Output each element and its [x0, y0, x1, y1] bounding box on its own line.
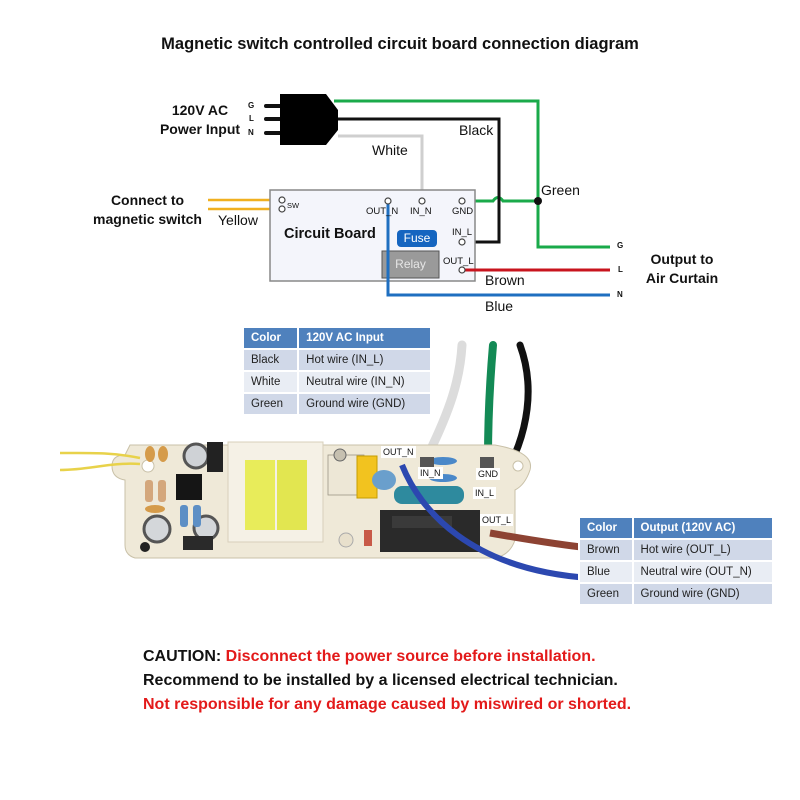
output-table-header: Color Output (120V AC): [580, 518, 772, 538]
green-junction: [534, 197, 542, 205]
wire-label-black: Black: [459, 122, 494, 138]
table-row: Black Hot wire (IN_L): [244, 350, 430, 370]
pin-in-l: IN_L: [452, 227, 473, 238]
diagram-title: Magnetic switch controlled circuit board…: [161, 35, 639, 53]
color-cell: Blue: [580, 562, 632, 582]
power-plug: [280, 94, 338, 145]
wire-label-yellow: Yellow: [218, 212, 258, 228]
caution-line-1: CAUTION: Disconnect the power source bef…: [143, 645, 763, 669]
output-pin-n: N: [617, 290, 623, 299]
power-input-line2: Power Input: [159, 121, 241, 137]
circuit-board-box: [269, 189, 476, 282]
description-cell: Hot wire (IN_L): [299, 350, 430, 370]
header-cell: 120V AC Input: [299, 328, 430, 348]
header-cell: Color: [580, 518, 632, 538]
caution-disconnect-text: Disconnect the power source before insta…: [225, 648, 596, 665]
output-label-line2: Air Curtain: [645, 270, 719, 286]
output-wire-table: Color Output (120V AC) Brown Hot wire (O…: [578, 516, 774, 606]
pin-out-n: OUT_N: [366, 206, 399, 217]
wire-label-green: Green: [541, 182, 580, 198]
table-row: Blue Neutral wire (OUT_N): [580, 562, 772, 582]
pin-out-l: OUT_L: [443, 256, 474, 267]
description-cell: Hot wire (OUT_L): [633, 540, 772, 560]
input-table-header: Color 120V AC Input: [244, 328, 430, 348]
wire-label-white: White: [372, 142, 408, 158]
wire-white: [338, 134, 424, 200]
header-cell: Color: [244, 328, 298, 348]
color-cell: Black: [244, 350, 298, 370]
caution-line-2: Recommend to be installed by a licensed …: [143, 672, 618, 689]
plug-pin-n: N: [248, 128, 254, 137]
color-cell: Green: [244, 394, 298, 414]
magnetic-switch-line1: Connect to: [110, 192, 185, 208]
power-input-label: 120V AC Power Input: [145, 101, 255, 139]
relay-box: [381, 250, 440, 279]
color-cell: Brown: [580, 540, 632, 560]
wire-label-brown: Brown: [485, 272, 525, 288]
table-row: Brown Hot wire (OUT_L): [580, 540, 772, 560]
table-row: White Neutral wire (IN_N): [244, 372, 430, 392]
description-cell: Neutral wire (IN_N): [299, 372, 430, 392]
pin-gnd: GND: [452, 206, 474, 217]
pin-circles: [278, 196, 466, 274]
fuse-label: Fuse: [403, 231, 431, 245]
output-label: Output to Air Curtain: [632, 250, 732, 288]
plug-pin-g: G: [248, 101, 255, 110]
output-pin-l: L: [618, 265, 623, 274]
circuit-board-label: Circuit Board: [284, 226, 376, 242]
input-wire-table: Color 120V AC Input Black Hot wire (IN_L…: [242, 326, 432, 416]
wire-green-input: [334, 99, 610, 249]
relay-label: Relay: [395, 257, 426, 271]
wire-blue: [386, 200, 610, 297]
output-label-line1: Output to: [650, 251, 714, 267]
description-cell: Ground wire (GND): [633, 584, 772, 604]
photo-tag-in-l: IN_L: [473, 487, 497, 499]
color-cell: White: [244, 372, 298, 392]
output-pin-g: G: [617, 241, 624, 250]
photo-tag-gnd: GND: [476, 468, 500, 480]
caution-notice: CAUTION: Disconnect the power source bef…: [143, 645, 763, 717]
photo-tag-in-n: IN_N: [418, 467, 443, 479]
caution-line-3: Not responsible for any damage caused by…: [143, 696, 632, 713]
magnetic-switch-line2: magnetic switch: [93, 211, 202, 227]
sw-pin-label: SW: [287, 201, 300, 210]
power-input-line1: 120V AC: [171, 102, 229, 118]
caution-prefix: CAUTION:: [143, 648, 222, 665]
plug-pin-l: L: [249, 114, 254, 123]
plug-prongs: [264, 104, 284, 135]
fuse-box: [397, 230, 437, 247]
table-row: Green Ground wire (GND): [244, 394, 430, 414]
magnetic-switch-label: Connect to magnetic switch: [85, 191, 210, 229]
table-row: Green Ground wire (GND): [580, 584, 772, 604]
color-cell: Green: [580, 584, 632, 604]
description-cell: Neutral wire (OUT_N): [633, 562, 772, 582]
header-cell: Output (120V AC): [633, 518, 772, 538]
wire-black: [338, 117, 501, 244]
description-cell: Ground wire (GND): [299, 394, 430, 414]
photo-tag-out-n: OUT_N: [381, 446, 416, 458]
pin-in-n: IN_N: [410, 206, 432, 217]
wire-label-blue: Blue: [485, 298, 514, 314]
photo-tag-out-l: OUT_L: [480, 514, 514, 526]
